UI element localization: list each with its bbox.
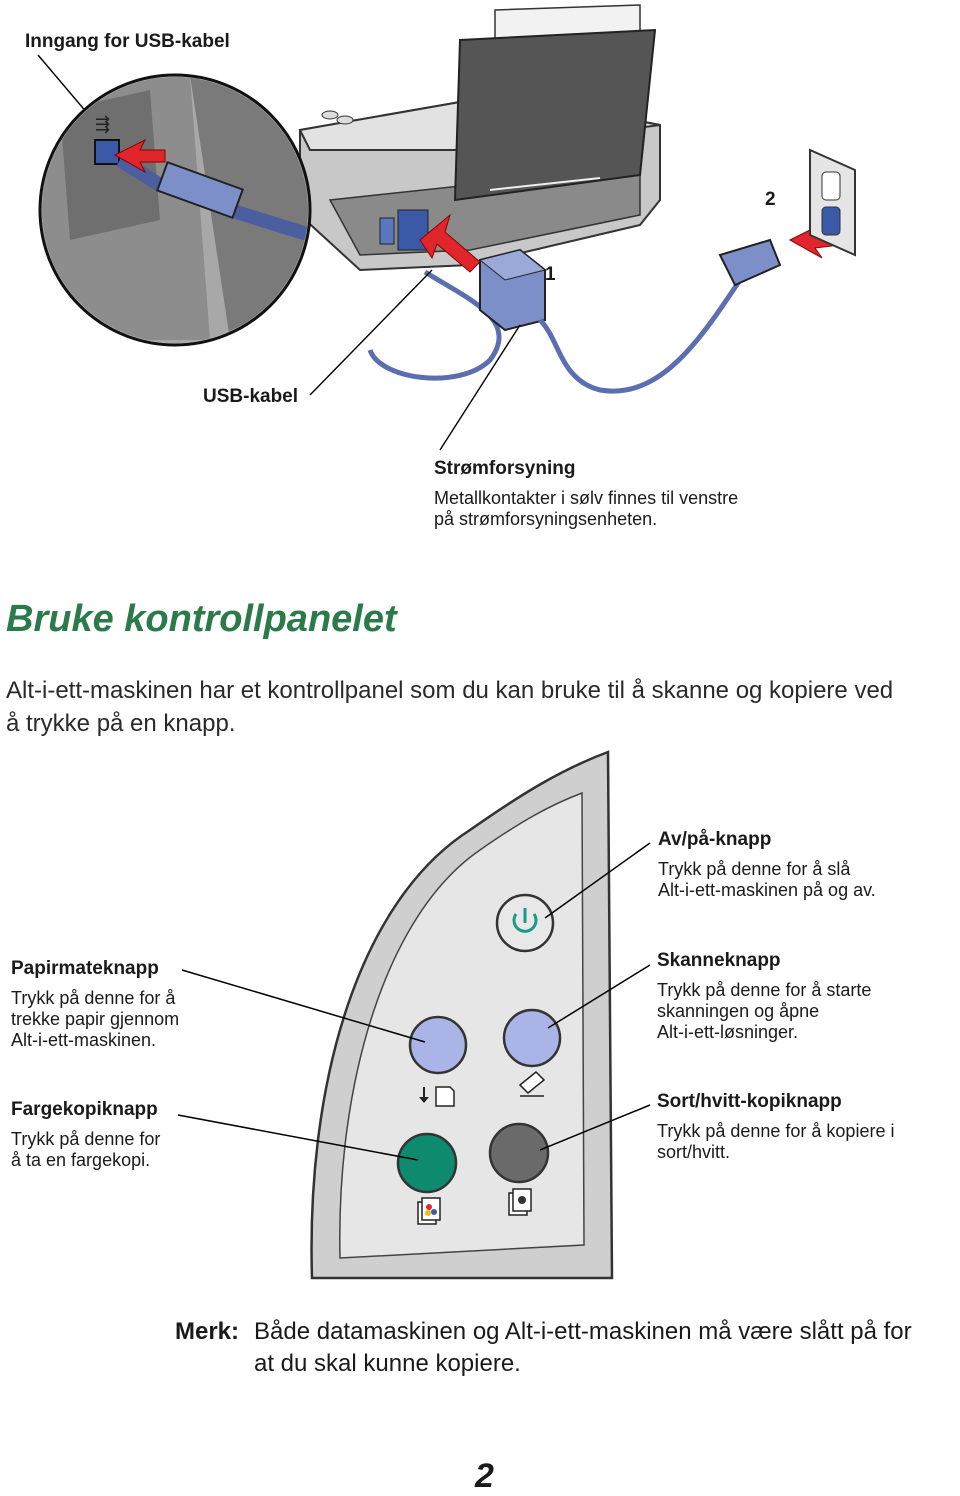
usb-port-callout: Inngang for USB-kabel bbox=[25, 31, 230, 52]
bw-copy-icon bbox=[508, 1188, 532, 1216]
paper-feed-callout-line1: Trykk på denne for å bbox=[11, 988, 176, 1008]
power-supply-callout-title: Strømforsyning bbox=[434, 458, 576, 479]
control-panel-illustration bbox=[177, 750, 651, 1280]
bw-copy-callout-line1: Trykk på denne for å kopiere i bbox=[657, 1121, 895, 1141]
red-arrow-icon bbox=[113, 138, 166, 174]
color-copy-icon bbox=[417, 1197, 441, 1225]
usb-cable-callout: USB-kabel bbox=[203, 386, 299, 407]
bw-copy-button bbox=[488, 1122, 550, 1184]
intro-line-2: å trykke på en knapp. bbox=[6, 710, 236, 737]
printer-setup-illustration: ⇶ bbox=[37, 4, 856, 451]
paper-feed-button bbox=[408, 1015, 468, 1075]
scan-button bbox=[502, 1008, 562, 1068]
scan-icon bbox=[518, 1070, 546, 1097]
scan-callout-title: Skanneknapp bbox=[657, 950, 781, 971]
color-copy-callout-title: Fargekopiknapp bbox=[11, 1099, 158, 1120]
scan-callout-line1: Trykk på denne for å starte bbox=[657, 980, 872, 1000]
power-leader-line bbox=[544, 842, 651, 919]
color-copy-button bbox=[396, 1132, 458, 1194]
paper-feed-callout-line2: trekke papir gjennom bbox=[11, 1009, 180, 1029]
color-copy-callout-line2: å ta en fargekopi. bbox=[11, 1150, 151, 1170]
color-copy-callout-line1: Trykk på denne for bbox=[11, 1129, 161, 1149]
color-copy-leader-line bbox=[177, 1114, 419, 1161]
page-number: 2 bbox=[475, 1457, 494, 1495]
power-button-callout-line1: Trykk på denne for å slå bbox=[658, 859, 851, 879]
bw-copy-callout-title: Sort/hvitt-kopiknapp bbox=[657, 1091, 842, 1112]
power-supply-illustration bbox=[478, 238, 782, 394]
printer-illustration bbox=[298, 4, 661, 272]
red-arrow-icon bbox=[419, 213, 481, 273]
wall-outlet-illustration bbox=[809, 148, 856, 257]
power-button-callout-line2: Alt-i-ett-maskinen på og av. bbox=[658, 880, 876, 900]
power-icon bbox=[512, 908, 538, 933]
usb-cable-leader-line bbox=[309, 269, 433, 396]
note-line-2: at du skal kunne kopiere. bbox=[254, 1350, 521, 1377]
bw-copy-callout-line2: sort/hvitt. bbox=[657, 1142, 731, 1162]
section-title: Bruke kontrollpanelet bbox=[6, 598, 397, 640]
usb-cable bbox=[367, 269, 502, 381]
power-supply-leader-line bbox=[439, 324, 521, 451]
paper-feed-leader-line bbox=[181, 969, 426, 1043]
usb-symbol-icon: ⇶ bbox=[95, 114, 110, 135]
paper-feed-icon bbox=[419, 1086, 455, 1107]
step-1-label: 1 bbox=[545, 264, 556, 285]
step-2-label: 2 bbox=[765, 189, 776, 210]
scan-leader-line bbox=[547, 964, 651, 1029]
usb-port-magnified-view: ⇶ bbox=[38, 73, 312, 347]
intro-line-1: Alt-i-ett-maskinen har et kontrollpanel … bbox=[6, 677, 894, 704]
paper-feed-callout-title: Papirmateknapp bbox=[11, 958, 159, 979]
bw-copy-leader-line bbox=[539, 1104, 651, 1151]
power-supply-callout-line1: Metallkontakter i sølv finnes til venstr… bbox=[434, 488, 739, 508]
scan-callout-line3: Alt-i-ett-løsninger. bbox=[657, 1022, 799, 1042]
paper-feed-callout-line3: Alt-i-ett-maskinen. bbox=[11, 1030, 157, 1050]
note-label: Merk: bbox=[175, 1318, 240, 1345]
note-line-1: Både datamaskinen og Alt-i-ett-maskinen … bbox=[254, 1318, 912, 1345]
power-button-callout-title: Av/på-knapp bbox=[658, 829, 772, 850]
scan-callout-line2: skanningen og åpne bbox=[657, 1001, 820, 1021]
power-supply-callout-line2: på strømforsyningsenheten. bbox=[434, 509, 658, 529]
